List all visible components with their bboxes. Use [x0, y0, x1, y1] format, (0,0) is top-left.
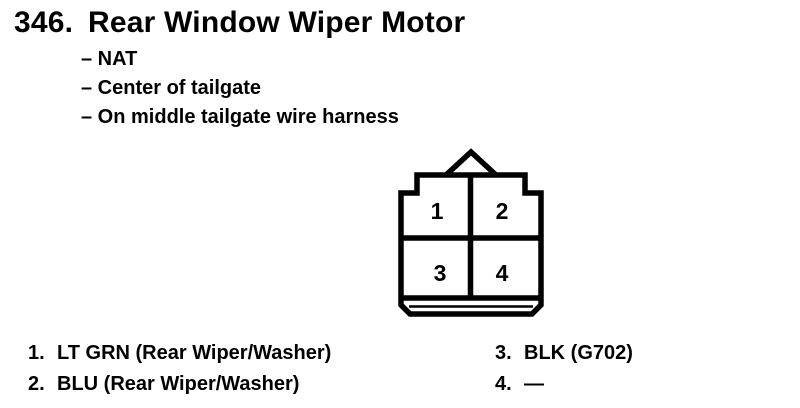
pin-number-1: 1	[431, 198, 444, 224]
pin-number-3: 3	[434, 260, 447, 286]
item-number: 346.	[14, 6, 74, 39]
legend-row-pin1: 1. LT GRN (Rear Wiper/Washer)	[28, 338, 331, 369]
legend-row-pin4: 4. —	[495, 369, 633, 400]
page-title: 346. Rear Window Wiper Motor	[14, 6, 465, 40]
component-title: Rear Window Wiper Motor	[88, 6, 466, 39]
detail-line-location: – Center of tailgate	[81, 77, 262, 99]
legend-pin2-number: 2.	[28, 373, 45, 395]
legend-pin3-number: 3.	[495, 342, 512, 364]
legend-pin1-number: 1.	[28, 342, 45, 364]
legend-pin2-label: BLU (Rear Wiper/Washer)	[57, 373, 300, 395]
legend-pin1-label: LT GRN (Rear Wiper/Washer)	[57, 342, 332, 364]
pin-legend-right: 3. BLK (G702) 4. —	[495, 338, 633, 400]
legend-pin4-label: —	[524, 373, 544, 395]
detail-list: – NAT – Center of tailgate – On middle t…	[81, 45, 399, 132]
legend-pin4-number: 4.	[495, 373, 512, 395]
pin-legend-left: 1. LT GRN (Rear Wiper/Washer) 2. BLU (Rear…	[28, 338, 331, 400]
legend-pin3-label: BLK (G702)	[524, 342, 633, 364]
pin-number-2: 2	[496, 198, 509, 224]
detail-line-harness: – On middle tailgate wire harness	[81, 106, 399, 128]
legend-row-pin2: 2. BLU (Rear Wiper/Washer)	[28, 369, 331, 400]
keyway-triangle-icon	[444, 148, 498, 178]
connector-diagram: 1 2 3 4	[398, 148, 544, 317]
detail-line-color: – NAT	[81, 48, 138, 70]
legend-row-pin3: 3. BLK (G702)	[495, 338, 633, 369]
pin-number-4: 4	[496, 260, 509, 286]
